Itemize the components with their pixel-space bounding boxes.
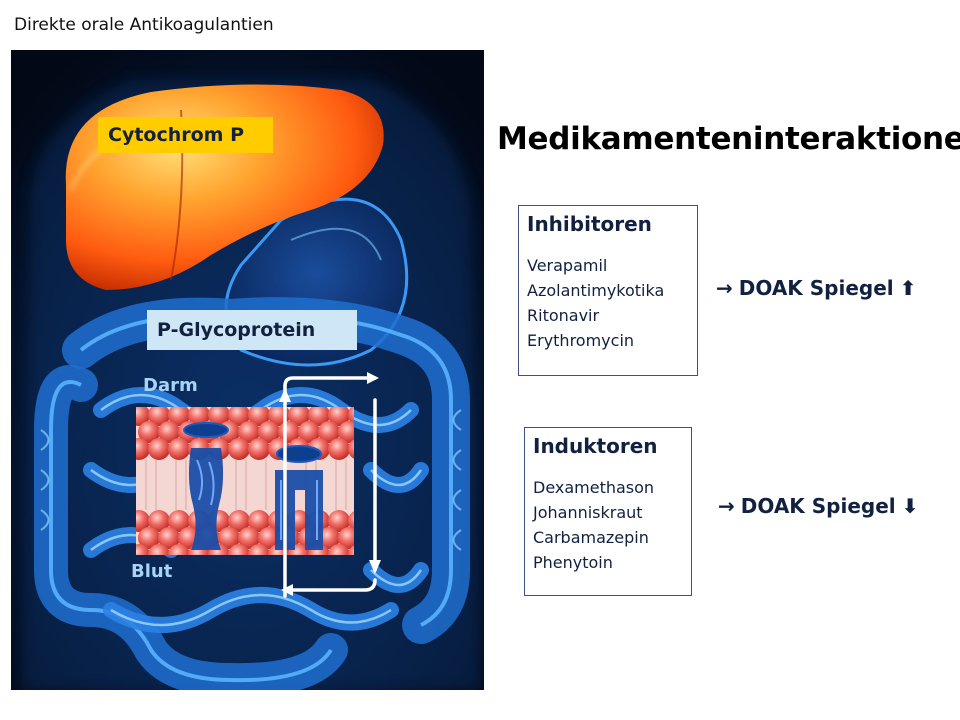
list-item: Johanniskraut bbox=[533, 503, 643, 522]
cytochrom-label: Cytochrom P bbox=[98, 117, 273, 153]
inducers-box: Induktoren Dexamethason Johanniskraut Ca… bbox=[524, 427, 692, 596]
effect-text: DOAK Spiegel bbox=[740, 494, 896, 518]
inducers-effect: →DOAK Spiegel⬇ bbox=[718, 494, 918, 518]
blood-label: Blut bbox=[131, 561, 173, 582]
list-item: Ritonavir bbox=[527, 306, 600, 325]
transporter-protein-right bbox=[275, 445, 323, 550]
list-item: Dexamethason bbox=[533, 478, 655, 497]
right-arrow-icon: → bbox=[716, 276, 733, 300]
inhibitors-heading: Inhibitoren bbox=[527, 212, 652, 236]
effect-text: DOAK Spiegel bbox=[738, 276, 894, 300]
list-item: Azolantimykotika bbox=[527, 281, 665, 300]
inducers-heading: Induktoren bbox=[533, 434, 658, 458]
down-arrow-icon: ⬇ bbox=[901, 494, 919, 518]
list-item: Carbamazepin bbox=[533, 528, 649, 547]
right-arrow-icon: → bbox=[718, 494, 735, 518]
inhibitors-list: Verapamil Azolantimykotika Ritonavir Ery… bbox=[527, 253, 689, 353]
p-glycoprotein-label: P-Glycoprotein bbox=[147, 310, 357, 350]
up-arrow-icon: ⬆ bbox=[899, 276, 917, 300]
inhibitors-box: Inhibitoren Verapamil Azolantimykotika R… bbox=[518, 205, 698, 376]
list-item: Phenytoin bbox=[533, 553, 613, 572]
slide-header: Direkte orale Antikoagulantien bbox=[14, 15, 274, 35]
gut-label: Darm bbox=[143, 375, 198, 396]
list-item: Erythromycin bbox=[527, 331, 635, 350]
slide-title: Medikamenteninteraktionen bbox=[497, 121, 960, 157]
inhibitors-effect: →DOAK Spiegel⬆ bbox=[716, 276, 916, 300]
inducers-list: Dexamethason Johanniskraut Carbamazepin … bbox=[533, 475, 683, 575]
transporter-protein-left bbox=[183, 422, 229, 550]
list-item: Verapamil bbox=[527, 256, 608, 275]
transport-cycle-arrows bbox=[283, 376, 377, 598]
cell-membrane-diagram bbox=[136, 407, 354, 555]
